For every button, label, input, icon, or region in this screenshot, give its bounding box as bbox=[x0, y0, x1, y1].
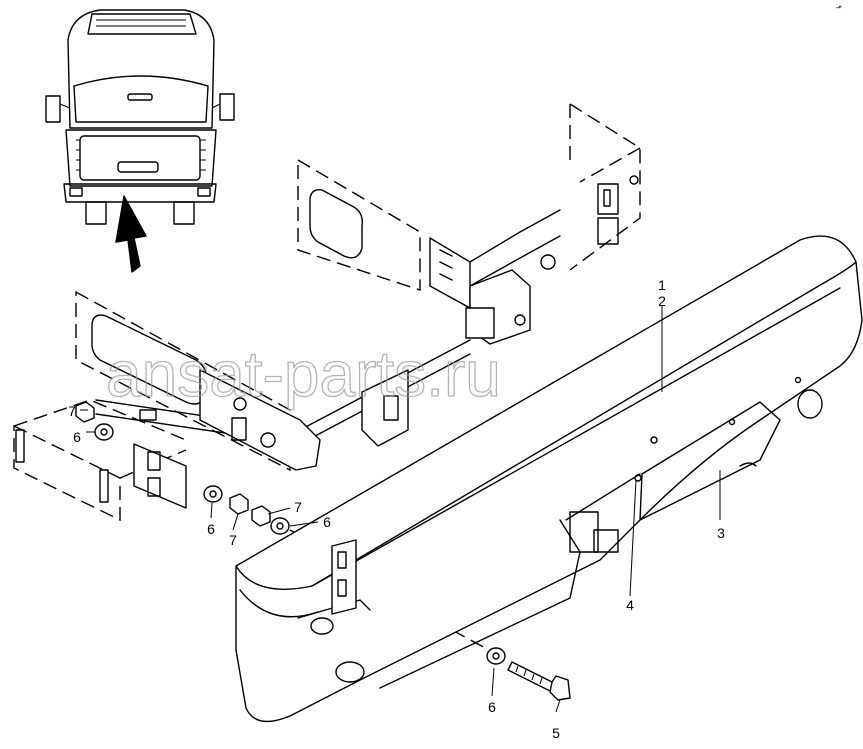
frame-rail-right bbox=[297, 103, 641, 291]
callout-6-bolt-washer: 6 bbox=[488, 699, 496, 715]
callout-7-right-nut: 7 bbox=[294, 499, 302, 515]
callout-5: 5 bbox=[552, 725, 560, 741]
bracket-assembly bbox=[95, 209, 561, 447]
watermark: ansat-parts.ru bbox=[106, 338, 501, 410]
callout-3: 3 bbox=[717, 525, 725, 541]
callout-1: 1 bbox=[658, 277, 666, 293]
leader-lines bbox=[80, 306, 721, 713]
bumper bbox=[235, 235, 863, 723]
truck-front-view bbox=[45, 9, 235, 273]
frame-rail-left bbox=[13, 290, 321, 522]
corner-mark: ⬏ bbox=[836, 5, 842, 12]
callout-7-left-nut: 7 bbox=[68, 403, 76, 419]
fasteners bbox=[75, 401, 571, 701]
callout-7-center-nut: 7 bbox=[229, 532, 237, 548]
callout-6-left-washer: 6 bbox=[73, 429, 81, 445]
callout-2: 2 bbox=[658, 293, 666, 309]
callout-6-right-washer: 6 bbox=[323, 514, 331, 530]
callout-6-center-washer: 6 bbox=[207, 521, 215, 537]
callout-4: 4 bbox=[626, 597, 634, 613]
callouts: 1 2 3 4 5 6 6 6 6 7 7 7 bbox=[68, 277, 725, 741]
